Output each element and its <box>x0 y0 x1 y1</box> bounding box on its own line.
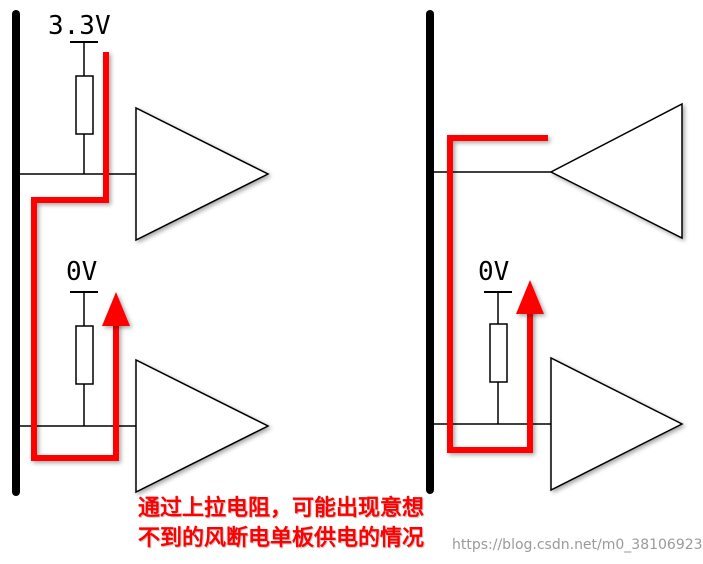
right-resistor <box>489 323 508 383</box>
left-top-resistor <box>75 75 94 135</box>
right-circuit: 0V <box>426 10 684 494</box>
right-top-buffer-triangle <box>549 102 683 240</box>
right-current-path <box>447 135 548 453</box>
caption: 通过上拉电阻，可能出现意想 不到的风断电单板供电的情况 <box>138 494 538 554</box>
right-current-arrowhead <box>516 280 544 314</box>
label-3v3: 3.3V <box>48 11 111 41</box>
label-0v-left: 0V <box>66 257 97 287</box>
watermark-text: https://blog.csdn.net/m0_38106923 <box>452 537 703 553</box>
left-circuit: 3.3V 0V <box>12 10 270 496</box>
label-0v-right: 0V <box>478 257 509 287</box>
left-bottom-resistor <box>75 325 94 385</box>
left-current-path <box>31 52 119 461</box>
left-top-buffer-triangle <box>135 106 270 242</box>
left-current-arrowhead <box>102 292 130 326</box>
caption-line-2: 不到的风断电单板供电的情况 <box>138 526 425 551</box>
right-bottom-buffer-triangle <box>550 356 684 492</box>
caption-line-1: 通过上拉电阻，可能出现意想 <box>138 496 425 521</box>
left-bottom-buffer-triangle <box>135 358 270 494</box>
